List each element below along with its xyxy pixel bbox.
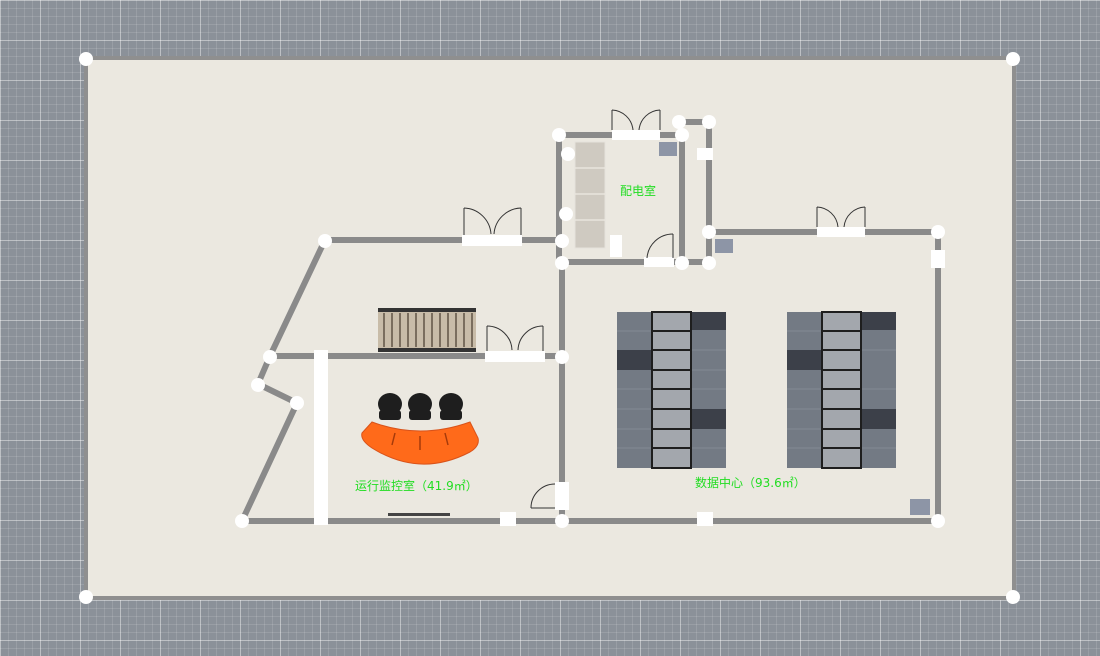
wall-node-icon[interactable] (1006, 52, 1020, 66)
wall-node-icon[interactable] (672, 115, 686, 129)
window (388, 513, 450, 516)
wall-node-icon[interactable] (1006, 590, 1020, 604)
wall-node-icon[interactable] (555, 234, 569, 248)
doors[interactable] (463, 109, 866, 509)
wall-node-icon[interactable] (702, 256, 716, 270)
room-label-monitor: 运行监控室（41.9㎡） (355, 478, 478, 493)
door-icon[interactable] (816, 206, 866, 228)
wall-node-icon[interactable] (79, 52, 93, 66)
door-icon[interactable] (486, 325, 544, 351)
partition-column[interactable] (314, 350, 328, 525)
wall-node-icon[interactable] (555, 514, 569, 528)
console-desk-icon[interactable] (361, 421, 479, 465)
wall-openings (462, 130, 945, 526)
room-label-datacenter: 数据中心（93.6㎡） (695, 475, 806, 490)
room-label-power: 配电室 (620, 183, 656, 198)
wall[interactable] (267, 237, 328, 359)
stairs-icon[interactable] (378, 308, 476, 352)
wall-node-icon[interactable] (552, 128, 566, 142)
chair-icon[interactable] (378, 393, 402, 420)
wall-node-icon[interactable] (555, 350, 569, 364)
wall-node-icon[interactable] (555, 256, 569, 270)
door-icon[interactable] (530, 483, 556, 509)
power-cabinet-icon[interactable] (910, 499, 930, 515)
power-cabinet-icon[interactable] (659, 142, 677, 156)
door-icon[interactable] (611, 109, 661, 131)
wall-node-icon[interactable] (931, 514, 945, 528)
server-rack-group[interactable] (787, 311, 896, 469)
door-icon[interactable] (646, 233, 674, 259)
wall-node-icon[interactable] (235, 514, 249, 528)
chairs[interactable] (378, 393, 463, 420)
wall-node-icon[interactable] (675, 128, 689, 142)
power-cabinet-icon[interactable] (715, 239, 733, 253)
wall-node-icon[interactable] (702, 225, 716, 239)
server-rack-group[interactable] (617, 311, 726, 469)
floor-corner-handles[interactable] (79, 52, 1020, 604)
power-cabinets[interactable] (574, 141, 930, 515)
wall-node-icon[interactable] (559, 207, 573, 221)
wall-node-icon[interactable] (263, 350, 277, 364)
chair-icon[interactable] (439, 393, 463, 420)
wall-node-icon[interactable] (251, 378, 265, 392)
wall[interactable] (239, 400, 300, 524)
wall-node-icon[interactable] (290, 396, 304, 410)
door-icon[interactable] (463, 207, 522, 235)
wall-node-icon[interactable] (318, 234, 332, 248)
wall-node-icon[interactable] (675, 256, 689, 270)
wall-node-icon[interactable] (561, 147, 575, 161)
wall-node-icon[interactable] (931, 225, 945, 239)
chair-icon[interactable] (408, 393, 432, 420)
wall-node-icon[interactable] (702, 115, 716, 129)
wall-node-icon[interactable] (79, 590, 93, 604)
power-cabinet-icon[interactable] (574, 141, 606, 249)
wall-nodes[interactable] (235, 115, 945, 528)
